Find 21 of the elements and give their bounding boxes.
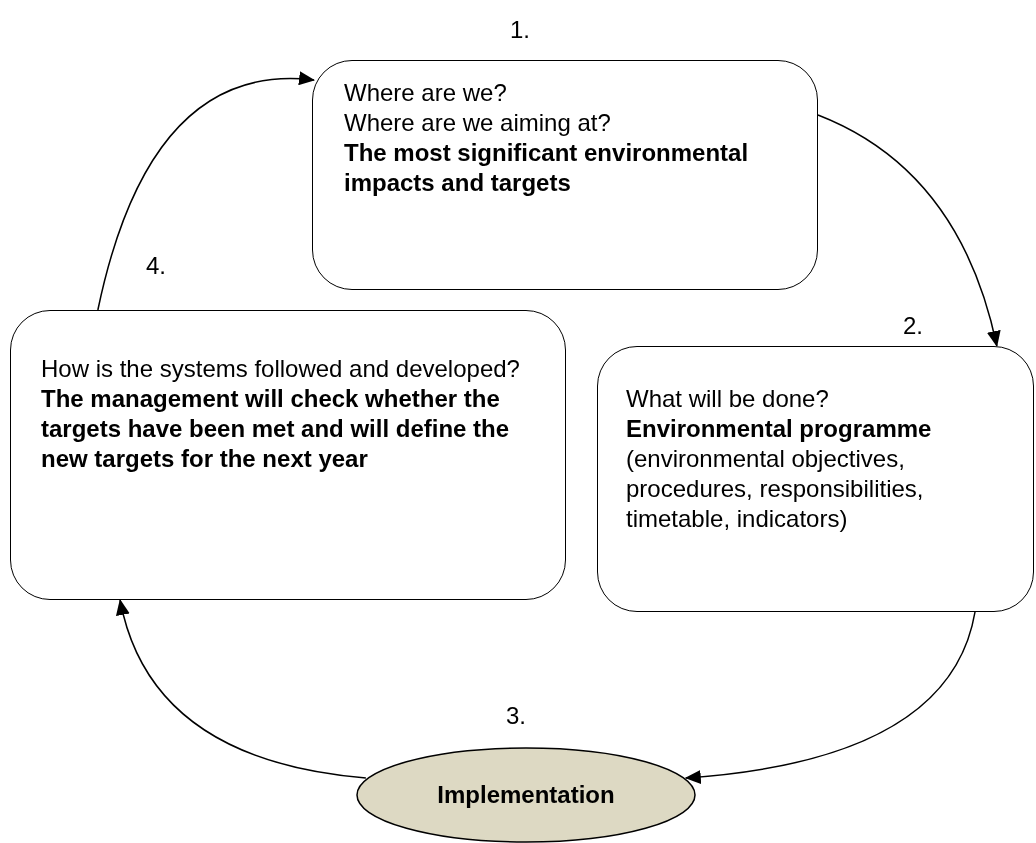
heading-text: Implementation bbox=[437, 780, 615, 810]
question-text: Where are we? bbox=[344, 78, 508, 108]
question-text: How is the systems followed and developed? bbox=[41, 354, 521, 384]
question-text: (environmental objectives, procedures, responsibilities, timetable, indicators) bbox=[626, 444, 925, 534]
process-box bbox=[312, 60, 818, 290]
process-box bbox=[597, 346, 1034, 612]
question-text: Where are we aiming at? bbox=[344, 108, 612, 138]
heading-text: The most significant environmental impacts and targets bbox=[344, 138, 750, 198]
heading-text: Environmental programme bbox=[626, 414, 933, 444]
step-number: 2. bbox=[903, 312, 923, 340]
step-number: 4. bbox=[146, 252, 166, 280]
curved-arrow bbox=[817, 114, 1001, 347]
process-ellipse bbox=[356, 747, 696, 843]
question-text: What will be done? bbox=[626, 384, 830, 414]
curved-arrow bbox=[116, 599, 367, 779]
curved-arrow bbox=[97, 72, 315, 311]
curved-arrow bbox=[684, 611, 976, 784]
process-box bbox=[10, 310, 566, 600]
heading-text: The management will check whether the targets have been met and will define the new targets for the next year bbox=[41, 384, 511, 474]
step-number: 3. bbox=[506, 702, 526, 730]
step-number: 1. bbox=[510, 16, 530, 44]
